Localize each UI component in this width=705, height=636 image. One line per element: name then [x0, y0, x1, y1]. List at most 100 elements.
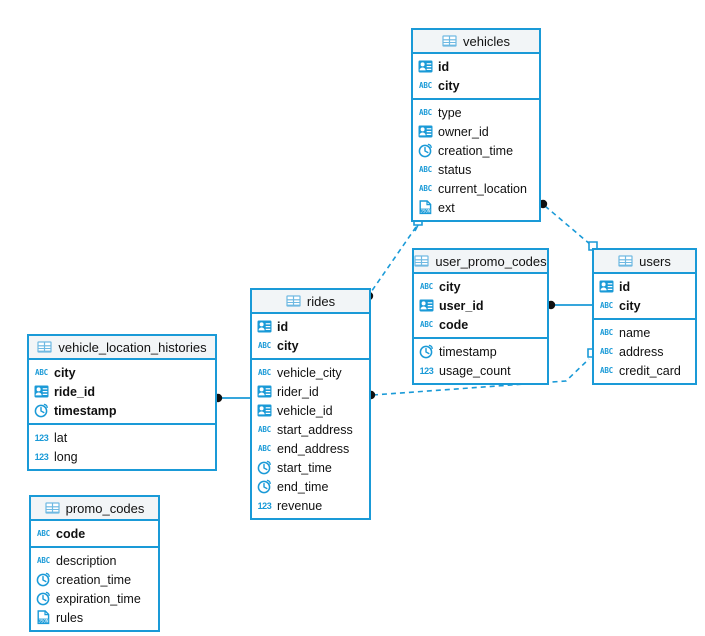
123-icon: 123 [34, 432, 49, 443]
abc-icon: ABC [258, 444, 271, 453]
svg-text:JSON: JSON [38, 619, 49, 624]
field-row[interactable]: expiration_time [31, 589, 158, 608]
socket-tail [414, 224, 419, 232]
field-label: code [439, 317, 469, 332]
field-row[interactable]: ABC code [414, 315, 547, 334]
123-icon: 123 [257, 500, 272, 511]
field-row[interactable]: creation_time [31, 570, 158, 589]
field-row[interactable]: vehicle_id [252, 401, 369, 420]
field-row[interactable]: JSON rules [31, 608, 158, 627]
field-label: long [54, 449, 78, 464]
field-row[interactable]: creation_time [413, 141, 539, 160]
field-label: end_address [277, 441, 350, 456]
field-label: id [438, 59, 450, 74]
field-label: id [277, 319, 289, 334]
field-label: owner_id [438, 124, 489, 139]
clock-icon [418, 143, 433, 158]
field-row[interactable]: ABC vehicle_city [252, 363, 369, 382]
id-card-icon [418, 124, 433, 139]
field-row[interactable]: id [594, 277, 695, 296]
field-label: expiration_time [56, 591, 141, 606]
field-row[interactable]: start_time [252, 458, 369, 477]
field-label: address [619, 344, 664, 359]
table-header[interactable]: vehicles [413, 30, 539, 54]
relationship-vehicles-to-users[interactable] [538, 199, 598, 251]
field-row[interactable]: id [413, 57, 539, 76]
field-label: city [277, 338, 299, 353]
field-label: type [438, 105, 462, 120]
table-header[interactable]: vehicle_location_histories [29, 336, 215, 360]
relationship-vlh-to-rides[interactable] [213, 393, 252, 403]
clock-icon [257, 479, 272, 494]
clock-icon [257, 460, 272, 475]
field-row[interactable]: id [252, 317, 369, 336]
field-row[interactable]: user_id [414, 296, 547, 315]
field-row[interactable]: rider_id [252, 382, 369, 401]
table-header[interactable]: user_promo_codes [414, 250, 547, 274]
field-row[interactable]: 123 lat [29, 428, 215, 447]
table-icon [414, 254, 429, 269]
relationship-user-promo-codes-to-users[interactable] [546, 300, 594, 310]
abc-icon: ABC [420, 320, 433, 329]
table-header[interactable]: promo_codes [31, 497, 158, 521]
field-label: status [438, 162, 472, 177]
table-header[interactable]: users [594, 250, 695, 274]
id-card-icon [34, 384, 49, 399]
id-card-icon [418, 59, 433, 74]
clock-icon [419, 344, 434, 359]
abc-icon: ABC [600, 301, 613, 310]
field-label: ext [438, 200, 455, 215]
id-card-icon [257, 384, 272, 399]
abc-icon: ABC [35, 368, 48, 377]
field-row[interactable]: end_time [252, 477, 369, 496]
field-row[interactable]: ABC end_address [252, 439, 369, 458]
field-label: creation_time [438, 143, 514, 158]
json-icon: JSON [36, 610, 51, 625]
abc-icon: ABC [258, 368, 271, 377]
field-label: lat [54, 430, 68, 445]
field-row[interactable]: owner_id [413, 122, 539, 141]
clock-icon [36, 572, 51, 587]
field-label: vehicle_city [277, 365, 342, 380]
123-icon: 123 [419, 365, 434, 376]
abc-icon: ABC [419, 81, 432, 90]
field-label: timestamp [439, 344, 497, 359]
field-label: rules [56, 610, 84, 625]
field-row[interactable]: timestamp [414, 342, 547, 361]
json-icon: JSON [418, 200, 433, 215]
field-row[interactable]: JSON ext [413, 198, 539, 217]
field-row[interactable]: ride_id [29, 382, 215, 401]
field-row[interactable]: timestamp [29, 401, 215, 420]
table-header[interactable]: rides [252, 290, 369, 314]
